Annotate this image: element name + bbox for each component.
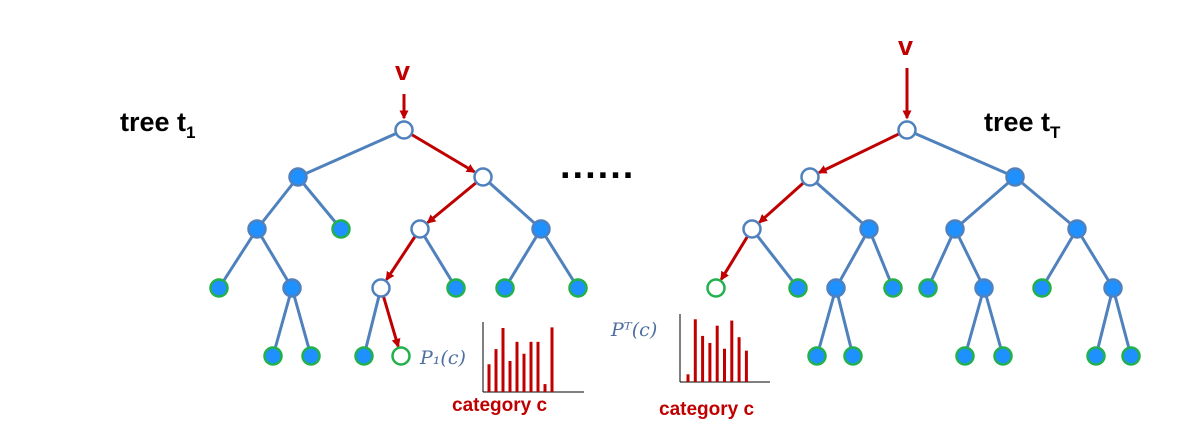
left-edge <box>362 287 383 357</box>
right-leaf-node <box>993 346 1013 366</box>
left-path-node <box>371 278 391 298</box>
right-internal-node <box>1005 167 1025 187</box>
right-edge <box>953 228 986 289</box>
right-leaf-node <box>807 346 827 366</box>
right-leaf-node <box>1086 346 1106 366</box>
right-input-label: v <box>898 31 913 61</box>
arrows-layer <box>382 68 912 348</box>
right-edge <box>834 287 855 357</box>
right-edge <box>926 228 957 289</box>
left-histogram-xlabel: category c <box>452 395 547 416</box>
left-leaf-node <box>301 346 321 366</box>
left-edge <box>255 228 294 289</box>
right-edge <box>1040 228 1079 289</box>
left-path-arrow <box>426 181 478 224</box>
right-edge <box>906 128 1016 179</box>
left-leaf-node <box>495 278 515 298</box>
left-input-label: v <box>395 56 410 86</box>
right-edge <box>982 287 1005 357</box>
right-edge <box>1094 287 1115 357</box>
left-edge <box>503 228 543 289</box>
right-leaf-node <box>883 278 903 298</box>
right-leaf-node <box>788 278 808 298</box>
nodes-layer <box>209 120 1141 366</box>
right-tree-title-subscript: T <box>1050 123 1061 142</box>
left-leaf-node <box>568 278 588 298</box>
left-tree-title-subscript: 1 <box>186 123 195 142</box>
right-edge <box>834 228 871 289</box>
left-path-arrow <box>385 235 417 281</box>
left-internal-node <box>247 219 267 239</box>
left-path-leaf-node <box>391 346 411 366</box>
right-edge <box>750 228 800 289</box>
right-internal-node <box>1067 219 1087 239</box>
right-path-node <box>742 219 762 239</box>
left-edge <box>296 176 343 230</box>
left-edge <box>418 228 458 289</box>
right-path-arrow <box>758 181 805 224</box>
left-tree-title-main: tree t <box>120 107 186 137</box>
left-edge <box>539 228 580 289</box>
right-path-node <box>800 167 820 187</box>
right-edge <box>867 228 895 289</box>
left-leaf-node <box>263 346 283 366</box>
left-path-arrow <box>382 296 401 348</box>
left-prob-label: P₁(c) <box>419 347 466 369</box>
right-edge <box>815 287 838 357</box>
left-internal-node <box>288 167 308 187</box>
left-leaf-node <box>354 346 374 366</box>
right-leaf-node <box>918 278 938 298</box>
right-leaf-node <box>1032 278 1052 298</box>
left-leaf-node <box>209 278 229 298</box>
edges-layer <box>217 128 1133 357</box>
right-prob-label: Pᵀ(c) <box>610 319 657 341</box>
left-tree-title: tree t1 <box>120 107 196 142</box>
right-edge <box>963 287 986 357</box>
right-edge <box>1014 175 1078 231</box>
right-path-arrow <box>817 132 900 174</box>
right-histogram-xlabel: category c <box>659 399 754 420</box>
left-path-node <box>410 219 430 239</box>
right-edge <box>1075 228 1115 289</box>
right-tree-title-main: tree t <box>984 107 1050 137</box>
right-path-leaf-node <box>706 278 726 298</box>
right-internal-node <box>945 219 965 239</box>
left-edge <box>297 128 405 179</box>
left-path-node <box>473 167 493 187</box>
ellipsis: ...... <box>560 145 635 187</box>
right-edge <box>809 175 870 231</box>
right-path-arrow <box>719 235 749 281</box>
right-edge <box>1111 287 1133 357</box>
right-internal-node <box>974 278 994 298</box>
right-edge <box>954 175 1016 231</box>
right-internal-node <box>859 219 879 239</box>
left-edge <box>255 176 300 230</box>
left-edge <box>290 287 313 357</box>
left-path-arrow <box>410 133 476 174</box>
right-internal-node <box>1103 278 1123 298</box>
histograms-layer <box>482 314 770 393</box>
left-leaf-node <box>331 219 351 239</box>
left-leaf-node <box>446 278 466 298</box>
right-leaf-node <box>1121 346 1141 366</box>
right-internal-node <box>826 278 846 298</box>
left-edge <box>271 287 294 357</box>
left-edge <box>217 228 259 289</box>
right-leaf-node <box>955 346 975 366</box>
left-edge <box>481 175 543 231</box>
right-path-node <box>897 120 917 140</box>
right-leaf-node <box>843 346 863 366</box>
left-path-node <box>394 120 414 140</box>
left-internal-node <box>531 219 551 239</box>
left-internal-node <box>282 278 302 298</box>
right-tree-title: tree tT <box>984 107 1061 142</box>
